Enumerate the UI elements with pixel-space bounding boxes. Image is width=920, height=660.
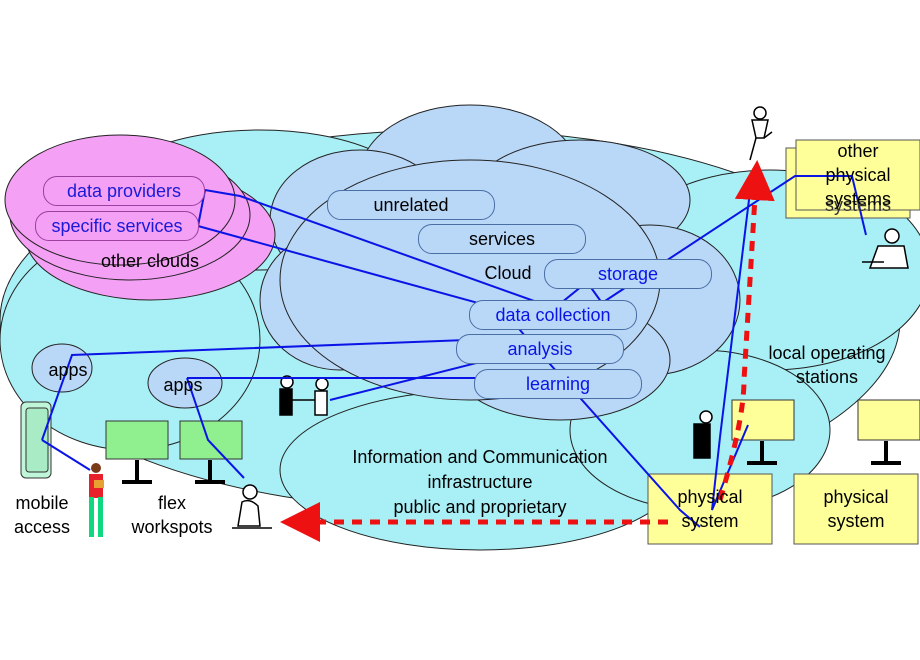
cloud-title: Cloud <box>484 263 532 283</box>
laptop-person-icon <box>862 228 909 269</box>
mobile-access-line1: mobile <box>15 493 69 513</box>
flex-workspots-line2: workspots <box>131 517 213 537</box>
services-pill: services <box>418 224 586 254</box>
red-arrows <box>280 160 775 542</box>
other-physical-line1: other <box>837 141 879 161</box>
physical-system-right-line1: physical <box>823 487 889 507</box>
person-desk-icon <box>232 484 272 529</box>
analysis-pill: analysis <box>456 334 624 364</box>
other-physical-back-text: systems <box>824 195 891 215</box>
ict-line2: infrastructure <box>427 472 533 492</box>
monitor-icon-1 <box>105 420 169 484</box>
physical-system-right-line2: system <box>827 511 885 531</box>
physical-system-left-line2: system <box>681 511 739 531</box>
mobile-access-line2: access <box>13 517 71 537</box>
specific-services-pill: specific services <box>35 211 199 241</box>
other-physical-line2: physical <box>825 165 891 185</box>
apps-cloud-left <box>31 343 93 393</box>
data-providers-pill: data providers <box>43 176 205 206</box>
local-operating-line1: local operating <box>768 343 886 363</box>
monitor-icon-2 <box>179 420 243 484</box>
physical-system-box-right <box>793 473 919 545</box>
station-monitor-2 <box>857 399 920 465</box>
physical-system-left-line1: physical <box>677 487 743 507</box>
apps-left-label: apps <box>48 360 88 380</box>
storage-pill: storage <box>544 259 712 289</box>
person-mobile-icon <box>89 463 104 537</box>
physical-system-box-left <box>647 473 773 545</box>
flex-workspots-line1: flex <box>157 493 186 513</box>
ict-line3: public and proprietary <box>393 497 567 517</box>
other-clouds-label: other clouds <box>100 251 200 271</box>
other-physical-line3: systems <box>824 189 891 209</box>
mobile-device-icon <box>20 401 52 479</box>
operator-person-icon <box>693 410 713 459</box>
ict-line1: Information and Communication <box>352 447 608 467</box>
unrelated-pill: unrelated <box>327 190 495 220</box>
local-operating-line2: stations <box>795 367 859 387</box>
data-collection-pill: data collection <box>469 300 637 330</box>
learning-pill: learning <box>474 369 642 399</box>
climbing-person-icon <box>749 106 773 161</box>
apps-right-label: apps <box>163 375 203 395</box>
apps-cloud-right <box>147 357 223 409</box>
